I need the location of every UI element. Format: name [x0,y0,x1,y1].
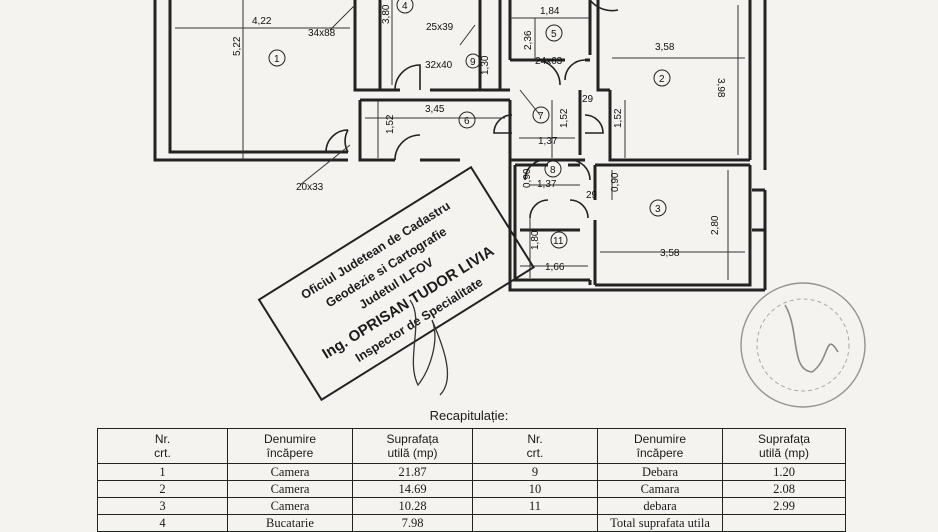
dim-label: 3,58 [660,248,680,259]
dim-label: 1,52 [385,114,396,134]
dim-label: 1,37 [537,179,557,190]
dim-label: 1,66 [545,262,565,273]
dim-label: 1,80 [530,230,541,250]
dim-label: 24x63 [535,56,563,67]
dim-label: 4,22 [252,16,272,27]
dim-label: 32x40 [425,60,453,71]
table-cell: 21.87 [352,463,473,481]
table-cell: 7.98 [352,514,473,532]
floor-plan: 4,22 5,22 34x88 3,80 25x39 1,84 2,36 3,5… [153,0,866,408]
table-cell: 11 [472,497,598,515]
table-cell: 2.08 [722,480,846,498]
table-cell: debara [597,497,723,515]
round-seal [740,282,866,408]
table-cell: Camera [227,497,353,515]
table-cell: Camera [227,463,353,481]
table-cell: Camera [227,480,353,498]
room-numbers: 1 2 3 4 5 6 7 8 9 11 [274,1,665,247]
signature [409,299,449,396]
room-number: 1 [274,54,280,65]
room-number: 8 [550,165,556,176]
dim-label: 34x88 [308,28,336,39]
table-cell: 10 [472,480,598,498]
dim-label: 1,37 [538,136,558,147]
room-number: 3 [655,204,661,215]
dim-label: 29 [582,94,594,105]
table-cell: 9 [472,463,598,481]
dim-label: 3,80 [381,4,392,24]
room-number: 2 [659,74,665,85]
dim-label: 2,80 [710,215,721,235]
dim-label: 29 [586,190,598,201]
room-number: 5 [551,29,557,40]
table-cell: 1 [97,463,228,481]
table-cell: 1.20 [722,463,846,481]
header-nr: Nr.crt. [97,428,228,464]
room-number: 9 [470,57,476,68]
table-cell: Debara [597,463,723,481]
dimension-lines [175,0,745,280]
table-cell: 2.99 [722,497,846,515]
recap-title: Recapitulație: [429,408,509,423]
room-number: 4 [402,1,408,12]
room-number: 11 [553,236,564,247]
table-cell: 3 [97,497,228,515]
door-swings [325,0,619,219]
table-cell: 14.69 [352,480,473,498]
table-cell [722,514,846,532]
dim-label: 20x33 [296,182,324,193]
dim-label: 0,90 [610,172,621,192]
room-number: 7 [538,111,544,122]
dim-label: 1,52 [559,108,570,128]
dim-label: 0,90 [522,168,533,188]
dim-label: 3,45 [425,104,445,115]
dim-label: 5,22 [232,36,243,56]
dim-label: 25x39 [426,22,454,33]
room-markers [268,0,671,249]
header-nr: Nr.crt. [472,428,598,464]
table-cell: Bucatarie [227,514,353,532]
dimension-labels: 4,22 5,22 34x88 3,80 25x39 1,84 2,36 3,5… [232,4,726,273]
dim-label: 1,30 [480,55,491,75]
dim-label: 1,52 [613,108,624,128]
table-cell: 10.28 [352,497,473,515]
dim-label: 3,58 [655,42,675,53]
table-cell: Total suprafata utila [597,514,723,532]
inspector-stamp: Oficiul Judetean de Cadastru Geodezie si… [257,165,535,402]
table-cell: 4 [97,514,228,532]
plan-walls [153,0,767,292]
table-cell: Camara [597,480,723,498]
table-cell: 2 [97,480,228,498]
dim-label: 3,98 [715,78,726,98]
room-number: 6 [464,116,470,127]
dim-label: 1,84 [540,6,560,17]
dim-label: 2,36 [523,30,534,50]
table-cell [472,514,598,532]
